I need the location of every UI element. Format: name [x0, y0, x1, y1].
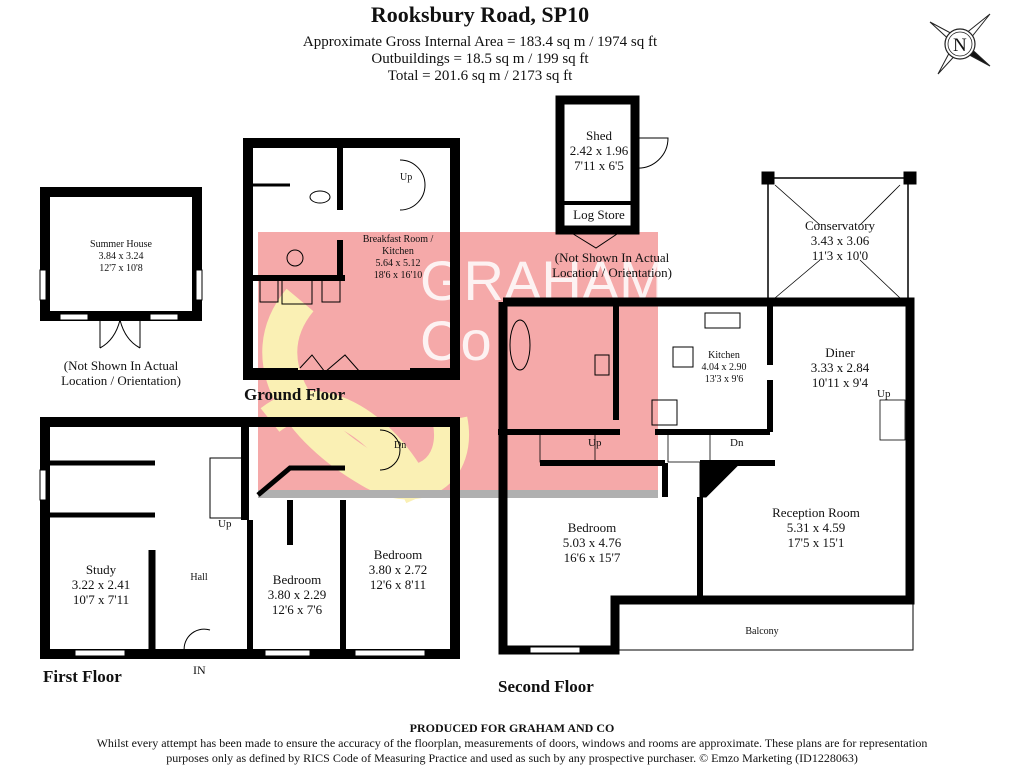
room-shed: Shed 2.42 x 1.96 7'11 x 6'5 — [570, 128, 629, 173]
room-dimensions-metric: 3.22 x 2.41 — [71, 577, 131, 592]
disclaimer-line-1: Whilst every attempt has been made to en… — [96, 736, 928, 750]
room-dimensions-metric: 5.31 x 4.59 — [786, 520, 846, 535]
svg-text:N: N — [953, 35, 967, 56]
room-name: Study — [85, 562, 117, 577]
shed-note: (Not Shown In Actual Location / Orientat… — [552, 250, 672, 280]
stairs-down-label: Dn — [394, 440, 407, 451]
room-dimensions-imperial: 16'6 x 15'7 — [563, 550, 621, 565]
disclaimer-line-2: purposes only as defined by RICS Code of… — [166, 751, 858, 765]
room-bedroom-second: Bedroom 5.03 x 4.76 16'6 x 15'7 — [563, 520, 622, 565]
stairs-up-label: Up — [400, 172, 413, 183]
room-name: Shed — [586, 128, 612, 143]
note-line: (Not Shown In Actual — [554, 250, 670, 265]
room-name: Summer House — [90, 239, 152, 250]
room-dimensions-imperial: 10'11 x 9'4 — [811, 375, 869, 390]
room-name: Diner — [825, 345, 855, 360]
note-line: Location / Orientation) — [61, 373, 181, 388]
room-dimensions-metric: 3.80 x 2.72 — [368, 562, 428, 577]
room-name: Hall — [190, 572, 208, 583]
room-dimensions-imperial: 12'7 x 10'8 — [99, 263, 143, 274]
room-dimensions-metric: 3.80 x 2.29 — [267, 587, 327, 602]
room-breakfast-kitchen: Breakfast Room / Kitchen 5.64 x 5.12 18'… — [363, 234, 434, 282]
room-dimensions-imperial: 17'5 x 15'1 — [787, 535, 845, 550]
second-floor-label: Second Floor — [498, 677, 594, 696]
produced-for: PRODUCED FOR GRAHAM AND CO — [409, 721, 615, 735]
room-name: Balcony — [745, 626, 779, 637]
room-name: Kitchen — [708, 350, 740, 361]
room-balcony: Balcony — [745, 626, 778, 638]
room-dimensions-imperial: 18'6 x 16'10 — [373, 270, 423, 281]
room-dimensions-metric: 4.04 x 2.90 — [701, 362, 747, 373]
room-name: Kitchen — [382, 246, 414, 257]
outbuildings-area: Outbuildings = 18.5 sq m / 199 sq ft — [371, 51, 589, 67]
first-floor-plan — [39, 417, 460, 659]
room-dimensions-imperial: 7'11 x 6'5 — [574, 158, 624, 173]
room-kitchen: Kitchen 4.04 x 2.90 13'3 x 9'6 — [702, 350, 747, 386]
room-name: Bedroom — [373, 547, 423, 562]
note-line: Location / Orientation) — [552, 265, 672, 280]
stairs-up-label: Up — [588, 437, 602, 449]
gross-internal-area: Approximate Gross Internal Area = 183.4 … — [302, 34, 658, 50]
room-bedroom-first-2: Bedroom 3.80 x 2.72 12'6 x 8'11 — [369, 547, 428, 592]
stairs-up-label: Up — [877, 388, 891, 400]
room-reception: Reception Room 5.31 x 4.59 17'5 x 15'1 — [772, 505, 860, 550]
second-floor-plan — [498, 171, 917, 655]
room-dimensions-metric: 3.43 x 3.06 — [810, 233, 870, 248]
room-log-store: Log Store — [573, 207, 625, 222]
room-diner: Diner 3.33 x 2.84 10'11 x 9'4 — [811, 345, 870, 390]
room-name: Reception Room — [772, 505, 860, 520]
first-floor-label: First Floor — [43, 667, 122, 686]
room-dimensions-imperial: 12'6 x 8'11 — [369, 577, 427, 592]
room-dimensions-imperial: 12'6 x 7'6 — [271, 602, 323, 617]
stairs-down-label: Dn — [730, 437, 744, 449]
room-dimensions-metric: 2.42 x 1.96 — [569, 143, 629, 158]
shed-plan — [555, 95, 669, 249]
ground-floor-plan — [243, 138, 460, 380]
room-dimensions-metric: 5.03 x 4.76 — [562, 535, 622, 550]
room-dimensions-imperial: 10'7 x 7'11 — [72, 592, 130, 607]
room-bedroom-first-1: Bedroom 3.80 x 2.29 12'6 x 7'6 — [268, 572, 327, 617]
total-area: Total = 201.6 sq m / 2173 sq ft — [387, 68, 573, 84]
summer-house-note: (Not Shown In Actual Location / Orientat… — [61, 358, 181, 388]
room-summer-house: Summer House 3.84 x 3.24 12'7 x 10'8 — [90, 239, 152, 275]
room-conservatory: Conservatory 3.43 x 3.06 11'3 x 10'0 — [805, 218, 875, 263]
room-name: Breakfast Room / — [362, 234, 434, 245]
room-dimensions-metric: 3.84 x 3.24 — [98, 251, 144, 262]
room-hall: Hall — [190, 572, 207, 584]
room-name: Log Store — [573, 207, 625, 222]
entrance-label: IN — [193, 663, 206, 677]
room-name: Conservatory — [804, 218, 876, 233]
room-dimensions-imperial: 13'3 x 9'6 — [704, 374, 744, 385]
summer-house-plan — [39, 187, 203, 349]
room-study: Study 3.22 x 2.41 10'7 x 7'11 — [72, 562, 131, 607]
note-line: (Not Shown In Actual — [63, 358, 179, 373]
ground-floor-label: Ground Floor — [244, 385, 346, 404]
room-name: Bedroom — [272, 572, 322, 587]
room-dimensions-metric: 3.33 x 2.84 — [810, 360, 870, 375]
room-dimensions-imperial: 11'3 x 10'0 — [811, 248, 869, 263]
room-name: Bedroom — [567, 520, 617, 535]
stairs-up-label: Up — [218, 518, 232, 530]
page-title: Rooksbury Road, SP10 — [370, 2, 590, 27]
room-dimensions-metric: 5.64 x 5.12 — [375, 258, 421, 269]
north-compass-icon: N — [929, 13, 991, 75]
